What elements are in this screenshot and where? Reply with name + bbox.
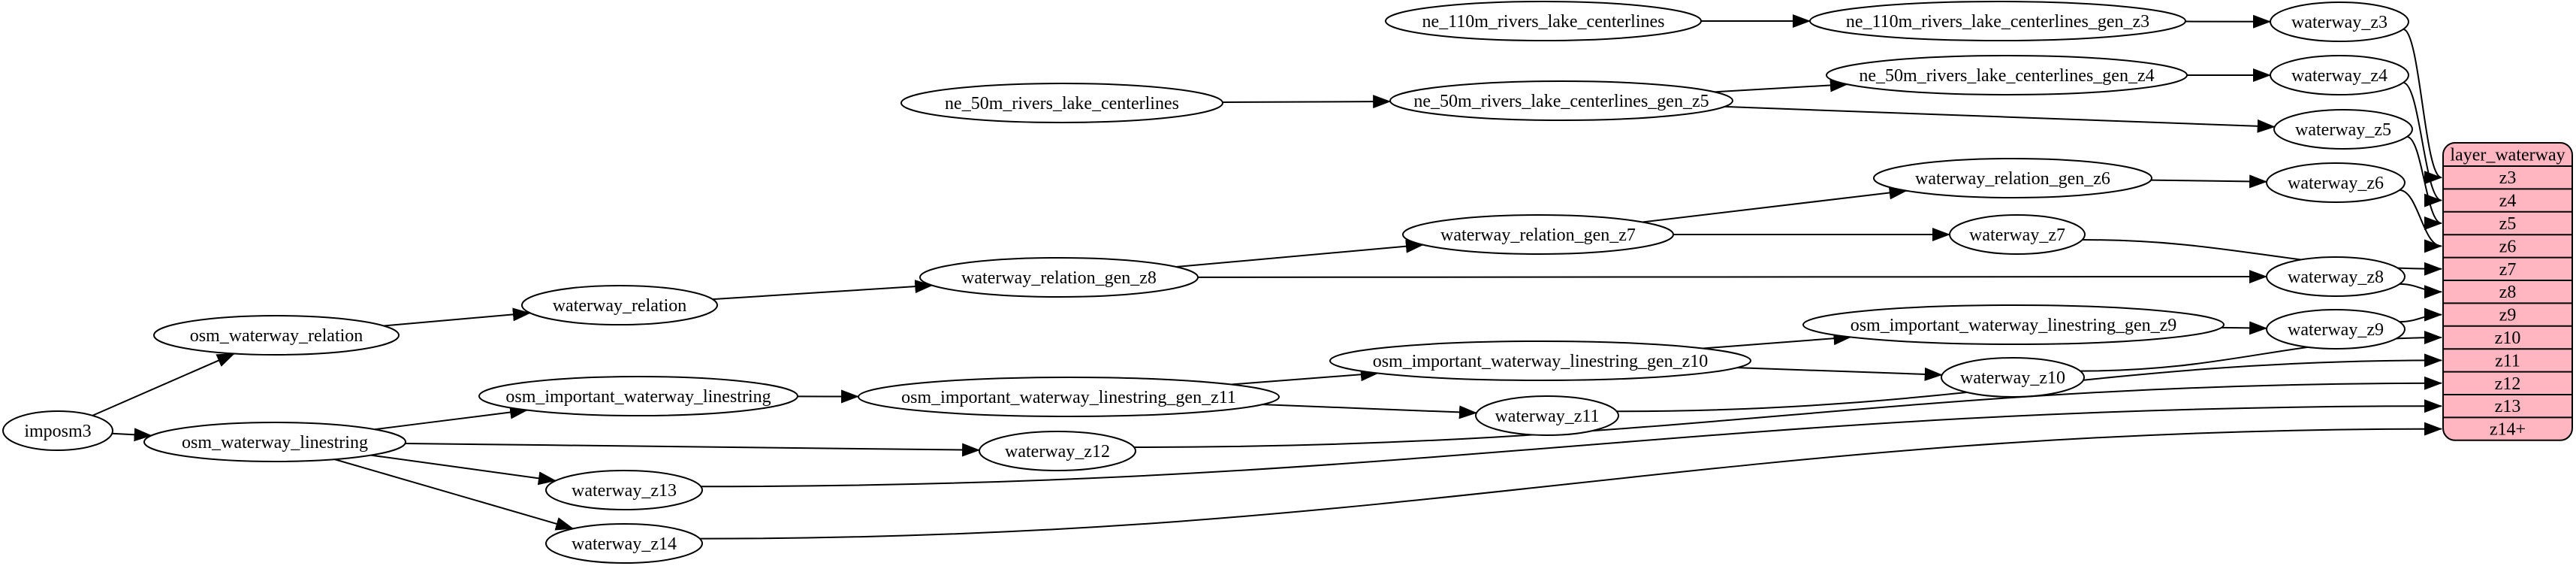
- table-row-z4: z4: [2499, 192, 2517, 211]
- node-label-waterway_z10: waterway_z10: [1960, 368, 2065, 388]
- node-waterway_z8: waterway_z8: [2267, 257, 2405, 296]
- node-label-ne_110m_rivers_lake_centerlines_gen_z3: ne_110m_rivers_lake_centerlines_gen_z3: [1846, 12, 2149, 32]
- table-row-z7: z7: [2499, 260, 2517, 280]
- node-label-waterway_z13: waterway_z13: [572, 481, 677, 501]
- node-label-ne_50m_rivers_lake_centerlines_gen_z4: ne_50m_rivers_lake_centerlines_gen_z4: [1859, 66, 2154, 86]
- node-imposm3: imposm3: [3, 411, 113, 450]
- node-label-osm_important_waterway_linestring: osm_important_waterway_linestring: [505, 387, 771, 407]
- node-osm_important_waterway_linestring_gen_z11: osm_important_waterway_linestring_gen_z1…: [858, 377, 1279, 416]
- edge-imposm3-to-osm_waterway_relation: [92, 353, 234, 415]
- edge-waterway_relation-to-waterway_relation_gen_z8: [713, 286, 932, 299]
- edge-osm_waterway_linestring-to-waterway_z14: [335, 459, 574, 528]
- node-waterway_z4: waterway_z4: [2270, 56, 2409, 95]
- node-waterway_relation_gen_z6: waterway_relation_gen_z6: [1874, 159, 2152, 198]
- edge-waterway_z3-to-layer_waterway-z3: [2403, 29, 2442, 177]
- edge-osm_important_waterway_linestring_gen_z11-to-waterway_z11: [1262, 404, 1477, 413]
- node-label-waterway_relation_gen_z7: waterway_relation_gen_z7: [1440, 225, 1636, 245]
- edge-osm_waterway_relation-to-waterway_relation: [384, 313, 530, 325]
- node-waterway_z6: waterway_z6: [2267, 163, 2405, 202]
- node-label-waterway_relation_gen_z6: waterway_relation_gen_z6: [1915, 169, 2110, 189]
- edges-layer: [92, 21, 2442, 539]
- node-label-osm_important_waterway_linestring_gen_z9: osm_important_waterway_linestring_gen_z9: [1851, 316, 2177, 335]
- node-waterway_z13: waterway_z13: [546, 471, 702, 510]
- node-osm_important_waterway_linestring_gen_z10: osm_important_waterway_linestring_gen_z1…: [1330, 341, 1751, 380]
- node-label-waterway_z7: waterway_z7: [1969, 225, 2065, 245]
- node-waterway_relation_gen_z7: waterway_relation_gen_z7: [1403, 215, 1673, 254]
- edge-ne_50m_rivers_lake_centerlines_gen_z5-to-ne_50m_rivers_lake_centerlines_gen_z4: [1715, 84, 1848, 92]
- edge-osm_important_waterway_linestring_gen_z11-to-osm_important_waterway_linestring_gen_z10: [1231, 374, 1378, 385]
- node-ne_50m_rivers_lake_centerlines_gen_z5: ne_50m_rivers_lake_centerlines_gen_z5: [1390, 81, 1733, 120]
- node-waterway_z12: waterway_z12: [979, 431, 1136, 471]
- node-ne_110m_rivers_lake_centerlines: ne_110m_rivers_lake_centerlines: [1386, 2, 1701, 41]
- node-label-ne_50m_rivers_lake_centerlines_gen_z5: ne_50m_rivers_lake_centerlines_gen_z5: [1413, 92, 1709, 111]
- nodes-layer: imposm3 osm_waterway_relation osm_waterway…: [3, 2, 2412, 563]
- node-osm_important_waterway_linestring_gen_z9: osm_important_waterway_linestring_gen_z9: [1803, 305, 2224, 344]
- node-label-waterway_z8: waterway_z8: [2288, 268, 2384, 287]
- table-row-z6: z6: [2499, 237, 2517, 256]
- table-row-z12: z12: [2495, 374, 2521, 394]
- node-label-imposm3: imposm3: [24, 422, 91, 441]
- node-label-waterway_z5: waterway_z5: [2295, 120, 2391, 140]
- node-label-osm_important_waterway_linestring_gen_z11: osm_important_waterway_linestring_gen_z1…: [901, 388, 1236, 407]
- node-label-waterway_z3: waterway_z3: [2291, 13, 2387, 32]
- node-label-waterway_z9: waterway_z9: [2288, 320, 2384, 340]
- edge-imposm3-to-osm_waterway_linestring: [112, 434, 151, 436]
- node-waterway_relation_gen_z8: waterway_relation_gen_z8: [920, 258, 1198, 297]
- node-label-waterway_relation: waterway_relation: [553, 296, 687, 316]
- edge-osm_waterway_linestring-to-waterway_z13: [371, 456, 556, 481]
- node-waterway_z7: waterway_z7: [1950, 215, 2085, 254]
- node-waterway_z3: waterway_z3: [2270, 2, 2409, 41]
- table-layer: layer_waterway z3 z4 z5 z6 z7 z8 z9 z10 z11 z12 z13…: [2443, 143, 2572, 440]
- node-waterway_z10: waterway_z10: [1941, 358, 2084, 397]
- node-waterway_z5: waterway_z5: [2274, 110, 2412, 149]
- table-row-z10: z10: [2495, 328, 2521, 348]
- node-label-osm_important_waterway_linestring_gen_z10: osm_important_waterway_linestring_gen_z1…: [1373, 352, 1709, 371]
- table-row-z11: z11: [2495, 351, 2520, 371]
- edge-osm_waterway_linestring-to-osm_important_waterway_linestring: [375, 410, 527, 430]
- table-title-layer-waterway: layer_waterway: [2450, 146, 2565, 165]
- node-ne_50m_rivers_lake_centerlines_gen_z4: ne_50m_rivers_lake_centerlines_gen_z4: [1826, 56, 2187, 95]
- edge-osm_waterway_linestring-to-waterway_z12: [405, 443, 979, 450]
- edge-osm_important_waterway_linestring_gen_z10-to-waterway_z10: [1737, 368, 1942, 375]
- edge-waterway_z9-to-layer_waterway-z9: [2400, 315, 2442, 322]
- node-waterway_z11: waterway_z11: [1476, 396, 1618, 435]
- node-waterway_relation: waterway_relation: [522, 286, 717, 325]
- edge-waterway_relation_gen_z7-to-waterway_relation_gen_z6: [1642, 191, 1907, 222]
- node-label-ne_50m_rivers_lake_centerlines: ne_50m_rivers_lake_centerlines: [945, 94, 1179, 113]
- node-label-waterway_z14: waterway_z14: [572, 534, 677, 554]
- table-row-z9: z9: [2499, 306, 2517, 325]
- node-label-waterway_z11: waterway_z11: [1495, 407, 1599, 426]
- node-ne_110m_rivers_lake_centerlines_gen_z3: ne_110m_rivers_lake_centerlines_gen_z3: [1810, 2, 2185, 41]
- table-row-z14+: z14+: [2490, 420, 2526, 440]
- node-label-osm_waterway_linestring: osm_waterway_linestring: [182, 433, 368, 452]
- node-label-waterway_relation_gen_z8: waterway_relation_gen_z8: [961, 268, 1157, 288]
- node-ne_50m_rivers_lake_centerlines: ne_50m_rivers_lake_centerlines: [901, 83, 1223, 123]
- edge-waterway_z14-to-layer_waterway-z14+: [700, 429, 2442, 539]
- node-label-osm_waterway_relation: osm_waterway_relation: [190, 326, 363, 346]
- node-waterway_z14: waterway_z14: [546, 524, 702, 563]
- node-label-waterway_z12: waterway_z12: [1005, 442, 1110, 462]
- node-label-ne_110m_rivers_lake_centerlines: ne_110m_rivers_lake_centerlines: [1422, 12, 1665, 32]
- edge-waterway_z12-to-layer_waterway-z12: [1134, 383, 2442, 447]
- edge-osm_important_waterway_linestring_gen_z10-to-osm_important_waterway_linestring_gen_z9: [1703, 337, 1851, 348]
- node-osm_waterway_relation: osm_waterway_relation: [154, 316, 399, 355]
- node-label-waterway_z6: waterway_z6: [2288, 174, 2384, 193]
- node-osm_waterway_linestring: osm_waterway_linestring: [144, 422, 406, 462]
- node-label-waterway_z4: waterway_z4: [2291, 66, 2387, 86]
- edge-waterway_relation_gen_z8-to-waterway_relation_gen_z7: [1176, 245, 1423, 267]
- node-waterway_z9: waterway_z9: [2267, 310, 2405, 349]
- node-osm_important_waterway_linestring: osm_important_waterway_linestring: [479, 377, 798, 416]
- table-row-z8: z8: [2499, 283, 2517, 302]
- table-row-z13: z13: [2495, 397, 2521, 416]
- edge-ne_50m_rivers_lake_centerlines-to-ne_50m_rivers_lake_centerlines_gen_z5: [1223, 101, 1390, 102]
- table-row-z5: z5: [2499, 214, 2517, 234]
- edge-ne_50m_rivers_lake_centerlines_gen_z5-to-waterway_z5: [1724, 107, 2275, 127]
- edge-waterway_relation_gen_z6-to-waterway_z6: [2151, 180, 2267, 182]
- table-row-z3: z3: [2499, 168, 2517, 188]
- edge-waterway_z8-to-layer_waterway-z8: [2400, 284, 2442, 292]
